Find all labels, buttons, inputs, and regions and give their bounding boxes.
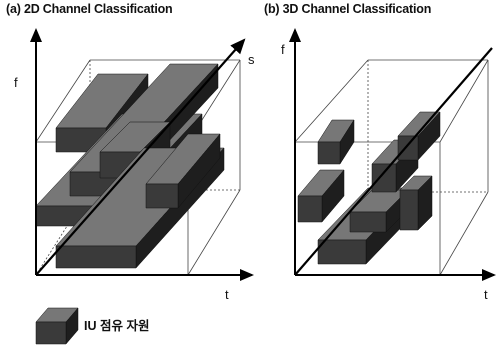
panel-a-blocks [35,63,225,269]
block-b-2 [297,169,345,223]
panel-a-s-label: s [248,52,255,67]
panel-a-title: (a) 2D Channel Classification [6,2,173,16]
legend-swatch-front [35,321,67,345]
panel-b-blocks [297,111,441,265]
legend-label: IU 점유 자원 [84,319,150,333]
block-b-6 [397,111,441,161]
legend: IU 점유 자원 [36,305,236,345]
panel-b-s-axis [294,47,493,276]
block-b-7 [399,175,433,231]
panel-a-f-label: f [14,75,18,90]
panel-a-t-label: t [225,287,229,302]
block-b-1-front [317,141,341,165]
block-b-6-front [397,135,419,161]
legend-swatch [35,307,79,345]
block-a-7-front [145,183,179,209]
block-b-5-front [371,163,397,193]
panel-a [30,28,254,281]
block-b-1 [317,119,355,165]
panel-b-t-label: t [484,287,488,302]
block-b-2-front [297,195,323,223]
block-b-4-front [349,211,387,233]
block-a-7 [145,133,221,209]
block-a-6-front [55,245,137,269]
panel-b-f-label: f [281,42,285,57]
block-b-7-front [399,189,419,231]
legend-block [35,307,79,345]
block-b-3-front [317,239,367,265]
panel-b [289,28,496,281]
panel-a-s-axis [35,38,246,276]
panel-b-title: (b) 3D Channel Classification [264,2,432,16]
